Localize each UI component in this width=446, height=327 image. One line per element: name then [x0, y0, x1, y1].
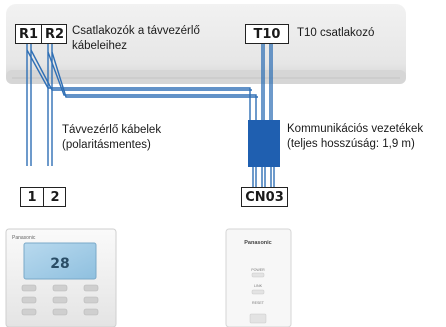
terminal-t10-label: T10 [253, 27, 281, 42]
label-comm-wires: Kommunikációs vezetékek (teljes hosszúsá… [287, 123, 424, 150]
terminal-cn03: CN03 [241, 187, 288, 207]
terminal-r1-r2: R1 R2 [15, 24, 67, 44]
terminal-r1-label: R1 [18, 27, 39, 42]
module-reset-label: RESET [252, 301, 265, 305]
cn03-cables [252, 167, 275, 187]
module-power-label: POWER [251, 268, 265, 272]
terminal-cn03-label: CN03 [245, 190, 284, 205]
communication-wire-block [248, 120, 280, 167]
terminal-1-label: 1 [27, 190, 37, 205]
network-adapter-panel: Panasonic POWER LINK RESET SETUP [225, 228, 292, 327]
remote-brand: Panasonic [12, 235, 36, 241]
wired-remote-controller: Panasonic 28 [5, 228, 117, 327]
terminal-2-label: 2 [50, 190, 60, 205]
label-remote-cables: Távvezérlő kábelek (polaritásmentes) [62, 124, 162, 151]
terminal-t10: T10 [245, 24, 289, 44]
r-to-block-cables [26, 49, 258, 120]
label-t10: T10 csatlakozó [297, 27, 375, 39]
t10-cables [261, 42, 273, 120]
remote-display-reading: 28 [50, 256, 69, 272]
module-brand: Panasonic [244, 240, 272, 246]
terminal-r2-label: R2 [44, 27, 65, 42]
indoor-unit [6, 4, 406, 84]
label-remote-terminals: Csatlakozók a távvezérlő kábeleihez [72, 25, 200, 52]
module-link-label: LINK [254, 284, 263, 288]
terminal-1-2: 1 2 [20, 187, 66, 207]
